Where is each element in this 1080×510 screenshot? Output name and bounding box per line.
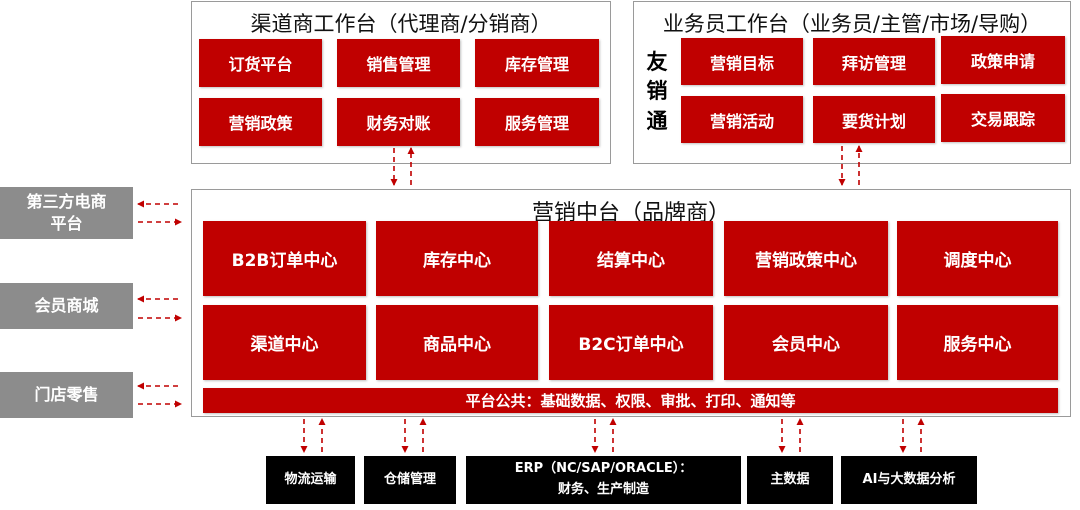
sales-module-targets: 营销目标: [681, 38, 803, 85]
backend-ai-bigdata: AI与大数据分析: [841, 456, 977, 504]
external-channel-line: 第三方电商: [26, 191, 107, 211]
backend-system-line: 财务、生产制造: [557, 482, 649, 497]
backend-system-line: ERP（NC/SAP/ORACLE）：: [514, 461, 693, 477]
backend-warehouse: 仓储管理: [364, 456, 456, 504]
sales-module-visits: 拜访管理: [813, 38, 935, 85]
channel-module-service: 服务管理: [475, 98, 599, 146]
app-name-char: 通: [646, 108, 668, 133]
center-marketing-policy: 营销政策中心: [724, 221, 888, 296]
external-store-retail: 门店零售: [0, 372, 133, 418]
sales-module-campaign: 营销活动: [681, 96, 803, 143]
sales-module-replenish-plan: 要货计划: [813, 96, 935, 143]
center-inventory: 库存中心: [376, 221, 538, 296]
center-service: 服务中心: [897, 305, 1058, 380]
backend-logistics: 物流运输: [266, 456, 355, 504]
center-member: 会员中心: [724, 305, 888, 380]
external-channel-line: 平台: [50, 214, 83, 233]
app-name-label: 友 销 通: [645, 48, 669, 136]
app-name-char: 销: [646, 79, 668, 104]
center-b2b-order: B2B订单中心: [203, 221, 366, 296]
external-third-party-ecommerce: 第三方电商 平台: [0, 187, 133, 239]
center-product: 商品中心: [376, 305, 538, 380]
backend-system-line: 仓储管理: [383, 471, 436, 487]
channel-module-inventory: 库存管理: [475, 39, 599, 87]
center-b2c-order: B2C订单中心: [549, 305, 713, 380]
backend-erp: ERP（NC/SAP/ORACLE）： 财务、生产制造: [466, 456, 741, 504]
backend-system-line: 主数据: [770, 471, 810, 487]
channel-module-ordering: 订货平台: [199, 39, 322, 87]
external-member-mall: 会员商城: [0, 283, 133, 329]
channel-module-finance: 财务对账: [337, 98, 460, 146]
external-channel-line: 会员商城: [34, 295, 99, 315]
app-name-char: 友: [646, 50, 668, 74]
platform-common-bar: 平台公共：基础数据、权限、审批、打印、通知等: [203, 388, 1058, 413]
backend-master-data: 主数据: [747, 456, 833, 504]
external-channel-line: 门店零售: [34, 384, 99, 404]
sales-module-trade-tracking: 交易跟踪: [941, 94, 1065, 142]
sales-workbench-title: 业务员工作台（业务员/主管/市场/导购）: [662, 12, 1042, 36]
center-settlement: 结算中心: [549, 221, 713, 296]
backend-system-line: 物流运输: [284, 471, 337, 487]
backend-system-line: AI与大数据分析: [862, 471, 956, 487]
sales-module-policy-apply: 政策申请: [941, 36, 1065, 84]
channel-workbench-title: 渠道商工作台（代理商/分销商）: [250, 12, 552, 36]
channel-module-marketing-policy: 营销政策: [199, 98, 322, 146]
center-channel: 渠道中心: [203, 305, 366, 380]
center-dispatch: 调度中心: [897, 221, 1058, 296]
channel-module-sales: 销售管理: [337, 39, 460, 87]
